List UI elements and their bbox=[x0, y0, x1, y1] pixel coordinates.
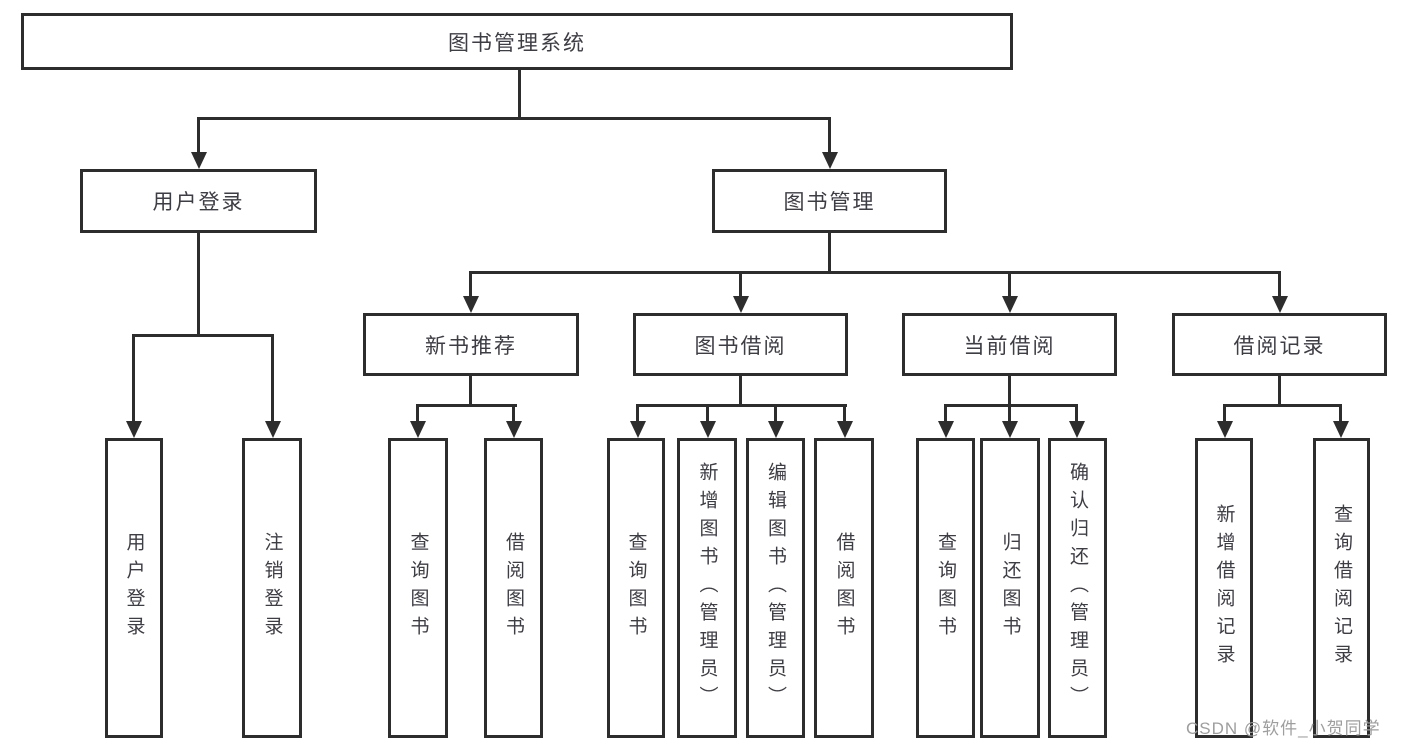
connector-to-leaf bbox=[774, 407, 777, 423]
leaf-label: 注销登录 bbox=[261, 532, 283, 644]
arrow-down-icon bbox=[1333, 421, 1349, 438]
connector-user-login-stub bbox=[197, 233, 200, 335]
leaf-add-borrow-record: 新增借阅记录 bbox=[1195, 438, 1253, 738]
leaf-label: 查询借阅记录 bbox=[1331, 504, 1352, 672]
node-label: 借阅记录 bbox=[1233, 334, 1326, 358]
arrow-down-icon bbox=[700, 421, 716, 438]
connector-to-leaf bbox=[843, 407, 846, 423]
arrow-down-icon bbox=[1002, 421, 1018, 438]
arrow-down-icon bbox=[265, 421, 281, 438]
connector-to-book-management bbox=[828, 120, 831, 154]
arrow-down-icon bbox=[938, 421, 954, 438]
connector-to-user-login bbox=[197, 120, 200, 154]
leaf-label: 查询图书 bbox=[935, 532, 956, 644]
connector-bus bbox=[944, 404, 1078, 407]
connector-bus bbox=[1223, 404, 1342, 407]
arrow-down-icon bbox=[1217, 421, 1233, 438]
node-book-management: 图书管理 bbox=[712, 169, 947, 233]
connector-stub bbox=[1008, 376, 1011, 407]
leaf-query-books-recommend: 查询图书 bbox=[388, 438, 448, 738]
leaf-query-borrow-record: 查询借阅记录 bbox=[1313, 438, 1370, 738]
arrow-down-icon bbox=[630, 421, 646, 438]
connector-bus bbox=[636, 404, 847, 407]
arrow-down-icon bbox=[1002, 296, 1018, 313]
leaf-query-books-borrowing: 查询图书 bbox=[607, 438, 665, 738]
node-label: 当前借阅 bbox=[963, 334, 1056, 358]
node-library-management-system: 图书管理系统 bbox=[21, 13, 1013, 70]
node-current-borrowing: 当前借阅 bbox=[902, 313, 1117, 376]
connector-bus bbox=[416, 404, 517, 407]
connector-to-leaf bbox=[944, 407, 947, 423]
connector-to-leaf bbox=[1008, 407, 1011, 423]
leaf-confirm-return-admin: 确认归还（管理员） bbox=[1048, 438, 1107, 738]
arrow-down-icon bbox=[506, 421, 522, 438]
leaf-label: 新增借阅记录 bbox=[1213, 504, 1235, 672]
connector-to-leaf bbox=[1075, 407, 1078, 423]
csdn-watermark: CSDN @软件_小贺同学 bbox=[1186, 719, 1381, 738]
leaf-borrow-books-recommend: 借阅图书 bbox=[484, 438, 543, 738]
connector-book-management-stub bbox=[828, 233, 831, 274]
leaf-label: 借阅图书 bbox=[833, 532, 855, 644]
connector-stub bbox=[1278, 376, 1281, 407]
connector-root-bus bbox=[197, 117, 831, 120]
leaf-query-books-current: 查询图书 bbox=[916, 438, 975, 738]
leaf-return-books: 归还图书 bbox=[980, 438, 1040, 738]
connector-root-stub bbox=[518, 70, 521, 120]
leaf-logout: 注销登录 bbox=[242, 438, 302, 738]
connector-to-leaf bbox=[636, 407, 639, 423]
arrow-down-icon bbox=[126, 421, 142, 438]
leaf-label: 用户登录 bbox=[123, 532, 145, 644]
connector-to-leaf bbox=[1223, 407, 1226, 423]
connector-user-login-bus bbox=[132, 334, 274, 337]
node-user-login: 用户登录 bbox=[80, 169, 317, 233]
connector-stub bbox=[739, 376, 742, 407]
leaf-edit-book-admin: 编辑图书（管理员） bbox=[746, 438, 805, 738]
leaf-label: 新增图书（管理员） bbox=[696, 462, 718, 714]
node-book-borrowing: 图书借阅 bbox=[633, 313, 848, 376]
connector-to-leaf bbox=[132, 334, 135, 423]
node-new-book-recommendation: 新书推荐 bbox=[363, 313, 579, 376]
arrow-down-icon bbox=[463, 296, 479, 313]
arrow-down-icon bbox=[1069, 421, 1085, 438]
connector-to-level3 bbox=[1008, 274, 1011, 298]
node-label: 图书借阅 bbox=[694, 334, 787, 358]
leaf-label: 编辑图书（管理员） bbox=[765, 462, 786, 714]
leaf-label: 确认归还（管理员） bbox=[1067, 462, 1088, 714]
node-label: 图书管理系统 bbox=[448, 31, 586, 55]
arrow-down-icon bbox=[191, 152, 207, 169]
connector-to-level3 bbox=[469, 274, 472, 298]
connector-to-level3 bbox=[1278, 274, 1281, 298]
arrow-down-icon bbox=[410, 421, 426, 438]
leaf-borrow-books-borrowing: 借阅图书 bbox=[814, 438, 874, 738]
connector-to-level3 bbox=[739, 274, 742, 298]
leaf-label: 归还图书 bbox=[999, 532, 1021, 644]
arrow-down-icon bbox=[733, 296, 749, 313]
arrow-down-icon bbox=[768, 421, 784, 438]
leaf-label: 查询图书 bbox=[407, 532, 429, 644]
node-borrowing-records: 借阅记录 bbox=[1172, 313, 1387, 376]
leaf-label: 查询图书 bbox=[625, 532, 647, 644]
connector-to-leaf bbox=[706, 407, 709, 423]
arrow-down-icon bbox=[1272, 296, 1288, 313]
connector-to-leaf bbox=[271, 334, 274, 423]
connector-book-management-bus bbox=[469, 271, 1281, 274]
connector-to-leaf bbox=[512, 407, 515, 423]
arrow-down-icon bbox=[837, 421, 853, 438]
connector-stub bbox=[469, 376, 472, 407]
node-label: 新书推荐 bbox=[425, 334, 517, 358]
connector-to-leaf bbox=[416, 407, 419, 423]
connector-to-leaf bbox=[1339, 407, 1342, 423]
leaf-user-login: 用户登录 bbox=[105, 438, 163, 738]
node-label: 图书管理 bbox=[783, 191, 876, 214]
leaf-label: 借阅图书 bbox=[503, 532, 524, 644]
node-label: 用户登录 bbox=[152, 191, 245, 214]
arrow-down-icon bbox=[822, 152, 838, 169]
leaf-add-book-admin: 新增图书（管理员） bbox=[677, 438, 737, 738]
